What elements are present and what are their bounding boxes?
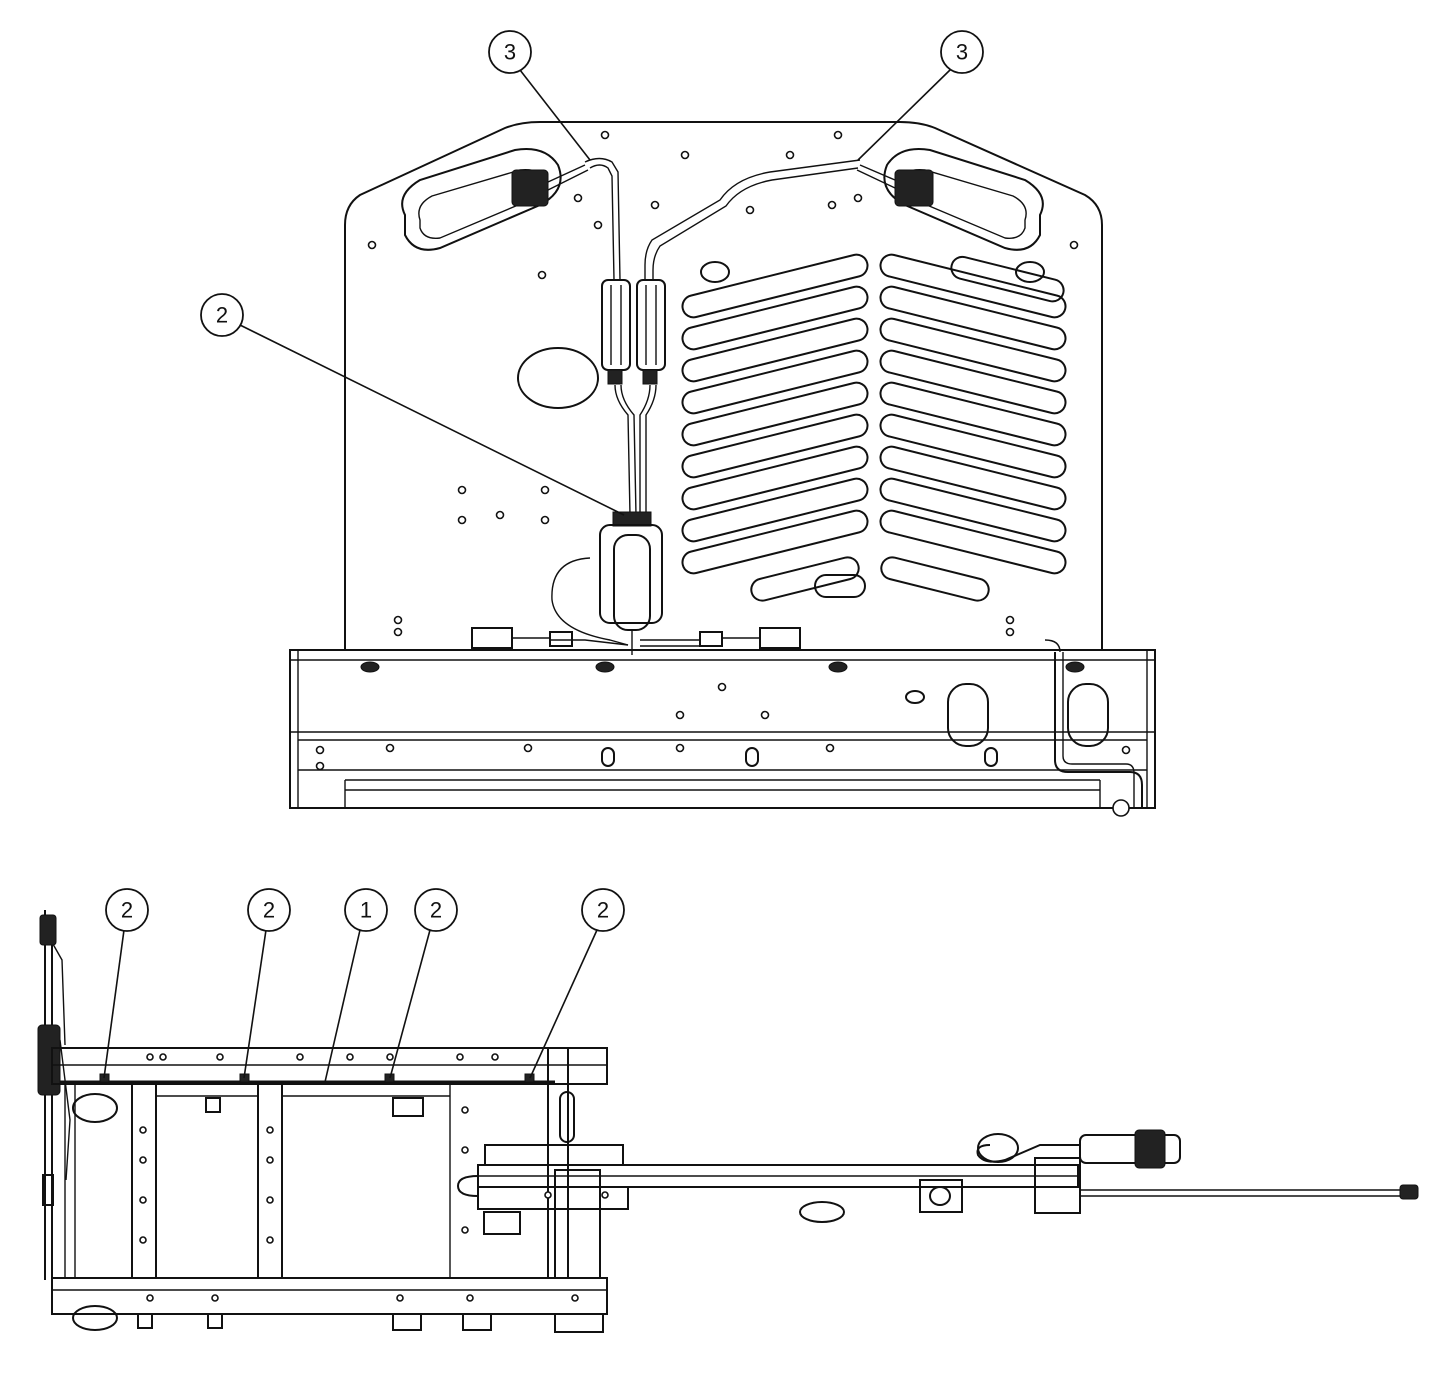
callout-side-clip-2: 2 <box>243 888 291 1079</box>
frame-holes <box>139 1053 579 1302</box>
callout-label: 2 <box>121 898 133 923</box>
top-harness <box>471 157 861 655</box>
right-lamp <box>856 148 1044 251</box>
callout-side-clip-1: 2 <box>103 888 149 1079</box>
panel-holes <box>367 130 1079 637</box>
vent-slots-left <box>681 253 869 602</box>
callout-label: 3 <box>956 40 968 65</box>
rear-panel-profile <box>37 910 71 1280</box>
hitch-bar <box>456 1129 1419 1235</box>
callout-label: 2 <box>263 898 275 923</box>
callout-label: 2 <box>430 898 442 923</box>
panel-outline <box>344 121 1103 650</box>
callout-label: 1 <box>360 898 372 923</box>
callout-label: 2 <box>597 898 609 923</box>
vent-slots-right <box>700 253 1067 602</box>
callout-top-wire-left: 3 <box>488 30 591 161</box>
callout-label: 3 <box>504 40 516 65</box>
chassis-frame <box>51 1047 845 1333</box>
left-lamp <box>401 148 589 251</box>
callout-side-harness: 1 <box>324 888 388 1083</box>
lower-frame <box>289 639 1156 817</box>
top-view: 3 3 2 <box>200 30 1156 817</box>
callout-top-clip: 2 <box>200 293 625 516</box>
callout-top-wire-right: 3 <box>857 30 984 161</box>
round-cover <box>517 347 599 409</box>
callout-label: 2 <box>216 303 228 328</box>
callout-side-clip-3: 2 <box>389 888 458 1079</box>
side-view: 2 2 1 2 2 <box>37 888 1419 1333</box>
callout-side-clip-4: 2 <box>529 888 625 1079</box>
